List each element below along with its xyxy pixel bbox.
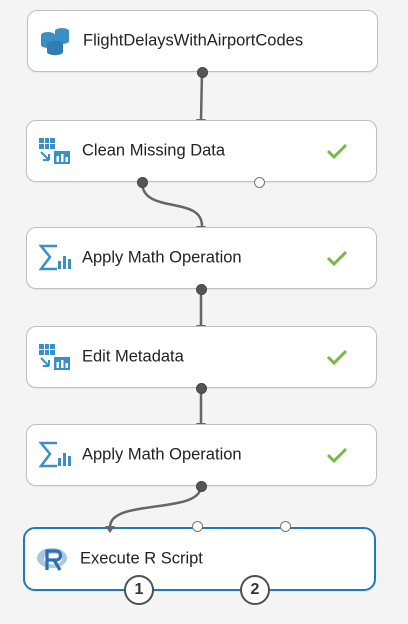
module-label: Execute R Script <box>80 549 203 568</box>
sigma-chart-icon <box>37 439 71 471</box>
connector-line <box>199 71 204 121</box>
completed-check-icon <box>326 348 348 366</box>
completed-check-icon <box>326 142 348 160</box>
input-port[interactable] <box>191 521 203 532</box>
output-port[interactable] <box>196 66 208 78</box>
data-transform-icon <box>37 135 71 167</box>
input-port-arrow[interactable] <box>105 526 115 533</box>
completed-check-icon <box>326 249 348 267</box>
output-port-1[interactable]: 1 <box>124 575 154 605</box>
input-port[interactable] <box>279 521 291 532</box>
output-port[interactable] <box>195 283 207 295</box>
module-flight-delays-dataset[interactable]: FlightDelaysWithAirportCodes <box>27 10 378 72</box>
module-label: FlightDelaysWithAirportCodes <box>83 31 304 50</box>
sigma-chart-icon <box>37 242 71 274</box>
connector-line <box>140 181 204 227</box>
module-label: Apply Math Operation <box>82 445 242 464</box>
output-port[interactable] <box>195 480 207 492</box>
completed-check-icon <box>326 446 348 464</box>
module-apply-math-operation-2[interactable]: Apply Math Operation <box>26 424 377 486</box>
output-port[interactable] <box>136 176 148 188</box>
module-label: Clean Missing Data <box>82 141 226 160</box>
module-clean-missing-data[interactable]: Clean Missing Data <box>26 120 377 182</box>
connector-line <box>108 485 203 528</box>
module-edit-metadata[interactable]: Edit Metadata <box>26 326 377 388</box>
module-execute-r-script[interactable]: Execute R Script <box>23 527 376 591</box>
output-port[interactable] <box>195 382 207 394</box>
data-transform-icon <box>37 341 71 373</box>
module-apply-math-operation[interactable]: Apply Math Operation <box>26 227 377 289</box>
module-label: Edit Metadata <box>82 347 184 366</box>
module-label: Apply Math Operation <box>82 248 242 267</box>
output-port-2[interactable]: 2 <box>240 575 270 605</box>
r-script-icon <box>35 543 69 575</box>
dataset-icon <box>38 25 72 57</box>
output-port[interactable] <box>253 176 265 188</box>
